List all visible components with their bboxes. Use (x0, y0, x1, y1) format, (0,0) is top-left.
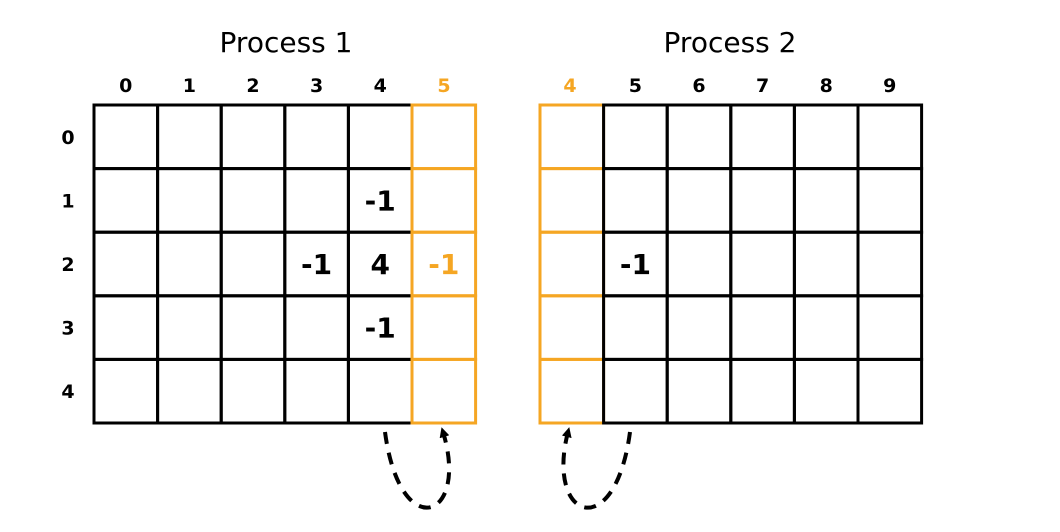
grid-cell (602, 294, 669, 361)
grid-cell (283, 103, 350, 171)
row-number: 3 (61, 318, 74, 340)
grid-cell (602, 357, 669, 425)
grid-cell (156, 230, 223, 298)
grid-cell (219, 103, 287, 171)
grid-cell (156, 167, 223, 234)
grid-cell (856, 230, 924, 298)
process-2-ghost-column (538, 103, 606, 425)
grid-cell (665, 357, 733, 425)
grid-cell (729, 230, 796, 298)
grid-cell (92, 103, 160, 171)
grid-cell (219, 357, 287, 425)
grid-cell (219, 167, 287, 234)
grid-cell (729, 103, 796, 171)
grid-cell (792, 103, 860, 171)
ghost-cell (410, 294, 478, 361)
ghost-cell (410, 167, 478, 234)
grid-cell (346, 357, 414, 425)
process-2-column-number: 6 (692, 75, 705, 97)
row-number: 2 (61, 254, 74, 276)
process-1-column-number: 3 (310, 75, 323, 97)
exchange-arrow-process1-to-ghost (383, 427, 452, 510)
grid-cell (729, 167, 796, 234)
process-2-column-number: 7 (756, 75, 769, 97)
process-1-ghost-column-number: 5 (437, 75, 450, 97)
process-2-column-number: 5 (629, 75, 642, 97)
process-1-column-number: 2 (246, 75, 259, 97)
grid-cell (602, 103, 669, 171)
process-1-ghost-column (410, 103, 478, 425)
grid-cell (346, 103, 414, 171)
grid-cell (792, 230, 860, 298)
process-2-grid (602, 103, 924, 425)
grid-cell (856, 167, 924, 234)
grid-cell (792, 294, 860, 361)
grid-cell (219, 294, 287, 361)
process-1-column-number: 1 (183, 75, 196, 97)
grid-cell (665, 103, 733, 171)
grid-cell (156, 294, 223, 361)
ghost-cell (538, 294, 606, 361)
grid-cell (283, 357, 350, 425)
grid-cell (92, 294, 160, 361)
exchange-arrow-process2-to-ghost (561, 427, 632, 510)
grid-cell (729, 294, 796, 361)
grid-cell (92, 167, 160, 234)
ghost-cell (538, 357, 606, 425)
row-number: 1 (61, 190, 74, 212)
grid-cell (729, 357, 796, 425)
process-2-ghost-column-number: 4 (563, 75, 576, 97)
ghost-cell (538, 230, 606, 298)
process-1-column-number: 0 (119, 75, 132, 97)
ghost-cell (410, 357, 478, 425)
grid-cell (283, 167, 350, 234)
grid-cell (156, 357, 223, 425)
row-number: 4 (61, 381, 74, 403)
grid-cell (856, 103, 924, 171)
process-2-column-numbers: 5 6 7 8 9 (629, 75, 897, 97)
grid-cell (92, 230, 160, 298)
cell-value: -1 (365, 184, 396, 217)
process-1-column-number: 4 (374, 75, 387, 97)
grid-cell (665, 294, 733, 361)
cell-value: -1 (301, 248, 332, 281)
grid-cell (665, 230, 733, 298)
grid-cell (665, 167, 733, 234)
ghost-cell (410, 103, 478, 171)
process-2-column-number: 8 (820, 75, 833, 97)
grid-cell (156, 103, 223, 171)
cell-value: -1 (620, 248, 651, 281)
ghost-cell (538, 103, 606, 171)
process-1-title: Process 1 (220, 26, 353, 59)
row-numbers: 0 1 2 3 4 (61, 127, 74, 403)
ghost-cell (538, 167, 606, 234)
grid-cell (856, 357, 924, 425)
cell-value: -1 (365, 312, 396, 345)
process-1-column-numbers: 0 1 2 3 4 (119, 75, 387, 97)
cell-value: -1 (428, 248, 459, 281)
process-1-grid (92, 103, 414, 425)
grid-cell (856, 294, 924, 361)
grid-cell (602, 167, 669, 234)
grid-cell (792, 357, 860, 425)
grid-cell (792, 167, 860, 234)
row-number: 0 (61, 127, 74, 149)
grid-cell (283, 294, 350, 361)
process-2-column-number: 9 (883, 75, 896, 97)
grid-cell (219, 230, 287, 298)
cell-value: 4 (370, 248, 389, 281)
process-2-title: Process 2 (664, 26, 797, 59)
cell-values: -1 -1 4 -1 -1 -1 (301, 184, 651, 344)
grid-cell (92, 357, 160, 425)
